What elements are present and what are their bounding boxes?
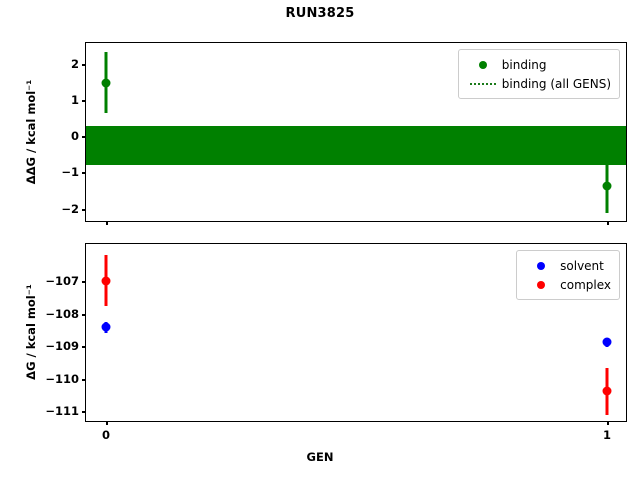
top-axes: 2 1 0 −1 −2 binding xyxy=(61,42,627,225)
top-ylabel: ΔΔG / kcal mol⁻¹ xyxy=(24,79,38,185)
top-plot-area xyxy=(86,43,626,221)
top-xtick-0 xyxy=(106,221,108,225)
binding-all-gens-band xyxy=(86,126,626,165)
top-yticklabel-4: −2 xyxy=(61,202,79,216)
binding-marker-gen0 xyxy=(101,78,111,88)
legend-label-binding: binding xyxy=(501,57,547,72)
legend-entry-binding[interactable]: binding xyxy=(466,55,611,74)
top-yticklabel-2: 0 xyxy=(70,129,79,143)
bottom-yticklabel-2: −109 xyxy=(45,339,79,353)
bottom-ytick-2 xyxy=(82,346,86,348)
solvent-marker-gen0 xyxy=(101,322,111,332)
bottom-yticklabel-4: −111 xyxy=(45,404,79,418)
top-ytick-2 xyxy=(82,136,86,138)
dotted-line-icon xyxy=(466,82,500,85)
top-yticklabel-1: 1 xyxy=(70,93,79,107)
top-legend[interactable]: binding binding (all GENS) xyxy=(457,49,620,99)
bottom-ytick-0 xyxy=(82,281,86,283)
legend-entry-complex[interactable]: complex xyxy=(524,275,611,294)
top-xtick-1 xyxy=(607,221,609,225)
figure-title: RUN3825 xyxy=(285,6,355,21)
top-ytick-0 xyxy=(82,64,86,66)
legend-label-binding-all-gens: binding (all GENS) xyxy=(501,76,611,91)
top-ytick-1 xyxy=(82,100,86,102)
bottom-yticklabel-0: −107 xyxy=(45,274,79,288)
top-ytick-3 xyxy=(82,172,86,174)
bottom-ytick-1 xyxy=(82,314,86,316)
binding-marker-icon xyxy=(466,60,500,69)
top-yticklabel-0: 2 xyxy=(70,57,79,71)
top-yticklabel-3: −1 xyxy=(61,165,79,179)
bottom-ytick-4 xyxy=(82,411,86,413)
bottom-legend[interactable]: solvent complex xyxy=(516,250,620,300)
bottom-ylabel: ΔG / kcal mol⁻¹ xyxy=(24,284,38,380)
binding-marker-gen1 xyxy=(602,181,612,191)
bottom-xtick-1 xyxy=(607,421,609,425)
legend-entry-solvent[interactable]: solvent xyxy=(524,256,611,275)
bottom-xtick-0 xyxy=(106,421,108,425)
bottom-xticklabel-1: 1 xyxy=(602,428,612,442)
bottom-yticklabel-3: −110 xyxy=(45,372,79,386)
legend-entry-binding-all-gens[interactable]: binding (all GENS) xyxy=(466,74,611,93)
complex-marker-gen1 xyxy=(602,386,612,396)
solvent-marker-gen1 xyxy=(602,337,612,347)
bottom-ytick-3 xyxy=(82,379,86,381)
solvent-marker-icon xyxy=(524,261,558,270)
bottom-axes: −107 −108 −109 −110 −111 0 1 xyxy=(45,243,627,442)
complex-marker-icon xyxy=(524,280,558,289)
x-axis-label: GEN xyxy=(306,450,334,464)
bottom-plot-area xyxy=(86,244,626,421)
top-ytick-4 xyxy=(82,209,86,211)
complex-marker-gen0 xyxy=(101,276,111,286)
bottom-xticklabel-0: 0 xyxy=(101,428,111,442)
bottom-yticklabel-1: −108 xyxy=(45,307,79,321)
legend-label-solvent: solvent xyxy=(560,258,604,273)
legend-label-complex: complex xyxy=(560,277,611,292)
